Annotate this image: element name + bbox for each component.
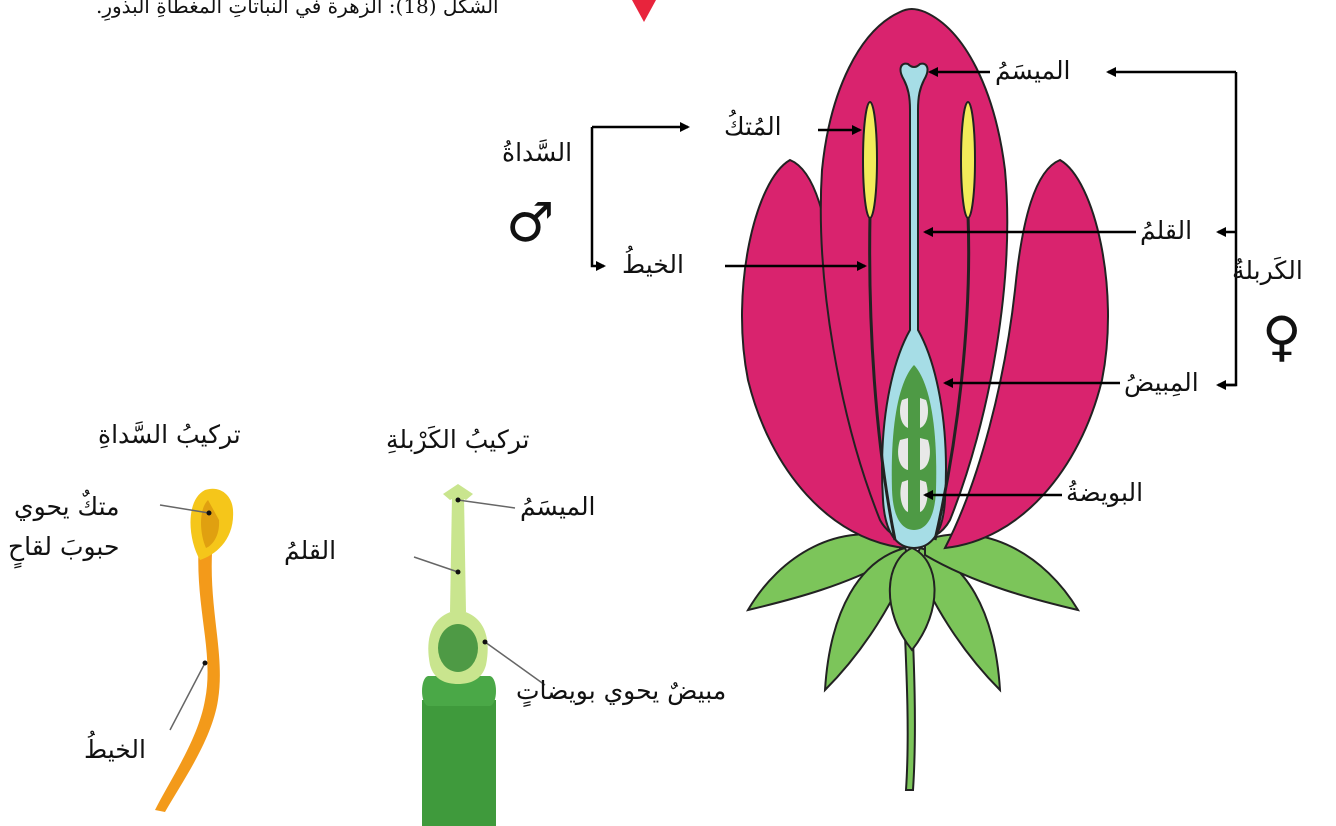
carpel-label-stigma: الميسَمُ [520,492,596,522]
carpel-base [422,700,496,826]
stamen-label-filament: الخيطُ [84,735,146,765]
male-symbol-icon: ♂ [506,196,554,250]
stamen-label-anther-line1: متكٌ يحوي [14,492,120,522]
label-stamen: السَّداةُ [502,138,572,168]
flower-illustration [742,9,1108,790]
carpel-label-style: القلمُ [284,536,336,566]
carpel-structure-illustration [414,484,545,826]
stamen-filament [155,530,220,812]
label-carpel: الكَربلةُ [1232,256,1303,286]
stamen-structure-title: تركيبُ السَّداةِ [98,420,241,450]
carpel-ovules [438,624,478,672]
caption-marker-icon [632,0,656,22]
female-symbol-icon: ♀ [1262,310,1302,364]
sepal-center [890,548,935,650]
label-anther: المُتكُ [724,112,782,142]
carpel-style [450,496,466,612]
carpel-structure-title: تركيبُ الكَرْبلةِ [386,425,530,455]
anther-right [961,102,975,218]
label-ovary: المِبيضُ [1124,368,1199,398]
anther-left [863,102,877,218]
label-ovule: البويضةُ [1066,478,1143,508]
label-filament: الخيطُ [622,250,684,280]
stamen-structure-illustration [155,489,233,812]
label-style: القلمُ [1140,216,1192,246]
carpel-label-ovary: مبيضٌ يحوي بويضاتٍ [516,676,726,706]
figure-caption: الشكل (18): الزهرة في النباتاتِ المغطاةِ… [96,0,626,18]
stamen-label-anther-line2: حبوبَ لقاحٍ [8,532,119,562]
label-stigma: الميسَمُ [995,56,1071,86]
